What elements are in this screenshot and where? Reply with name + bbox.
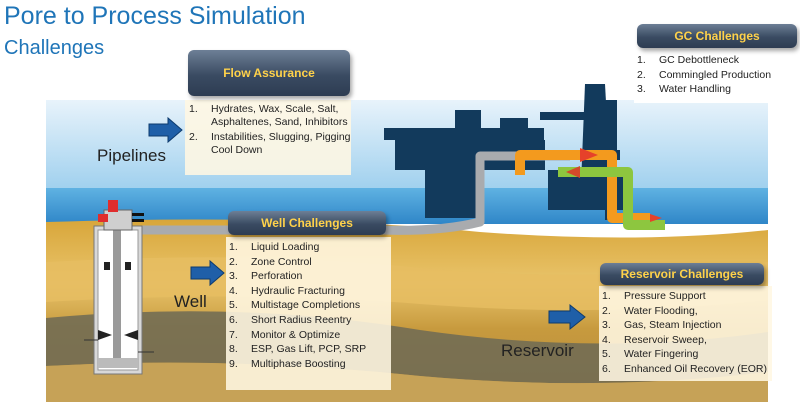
list-item: 1.Liquid Loading bbox=[229, 241, 320, 253]
list-item: 2.Water Flooding, bbox=[602, 304, 698, 317]
reservoir-label: Reservoir bbox=[501, 341, 574, 360]
list-item: 7.Monitor & Optimize bbox=[229, 328, 341, 341]
list-item: 4.Reservoir Sweep, bbox=[602, 333, 707, 346]
list-item: 1.GC Debottleneck bbox=[637, 54, 739, 66]
well-challenges-header: Well Challenges bbox=[228, 211, 386, 235]
list-item: 3.Perforation bbox=[229, 270, 303, 283]
well-label: Well bbox=[174, 292, 207, 311]
page-title: Pore to Process Simulation bbox=[4, 2, 306, 30]
list-item: 9.Multiphase Boosting bbox=[229, 357, 346, 370]
right-arrow-icon bbox=[548, 303, 586, 331]
flow-assurance-list: 1. Hydrates, Wax, Scale, Salt, Asphalten… bbox=[189, 103, 351, 157]
list-item: 1. Hydrates, Wax, Scale, Salt, Asphalten… bbox=[189, 103, 348, 128]
list-item: 2. Instabilities, Slugging, Pigging Cool… bbox=[189, 131, 351, 156]
page-subtitle: Challenges bbox=[4, 37, 105, 59]
list-item: 6.Short Radius Reentry bbox=[229, 313, 352, 326]
list-item: 3.Water Handling bbox=[637, 83, 731, 95]
reservoir-challenges-list: 1.Pressure Support 2.Water Flooding, 3.G… bbox=[602, 289, 772, 377]
list-item: 5.Water Fingering bbox=[602, 348, 699, 361]
list-item: 2.Commingled Production bbox=[637, 68, 772, 81]
flow-assurance-header: Flow Assurance bbox=[188, 50, 350, 96]
list-item: 4.Hydraulic Fracturing bbox=[229, 284, 345, 297]
list-item: 8.ESP, Gas Lift, PCP, SRP bbox=[229, 343, 367, 356]
list-item: 6.Enhanced Oil Recovery (EOR) bbox=[602, 362, 767, 375]
list-item: 1.Pressure Support bbox=[602, 290, 706, 302]
flow-assurance-panel: 1. Hydrates, Wax, Scale, Salt, Asphalten… bbox=[185, 100, 351, 175]
reservoir-challenges-panel: 1.Pressure Support 2.Water Flooding, 3.G… bbox=[599, 286, 772, 381]
reservoir-challenges-header: Reservoir Challenges bbox=[600, 263, 764, 285]
right-arrow-icon bbox=[148, 116, 183, 144]
offshore-platform-icon bbox=[384, 84, 628, 220]
list-item: 2.Zone Control bbox=[229, 255, 312, 268]
gc-challenges-header: GC Challenges bbox=[637, 24, 797, 48]
gc-challenges-list: 1.GC Debottleneck 2.Commingled Productio… bbox=[637, 53, 800, 97]
list-item: 5.Multistage Completions bbox=[229, 299, 361, 312]
right-arrow-icon bbox=[190, 259, 225, 287]
wellhead-valve-icon bbox=[98, 200, 144, 231]
well-challenges-panel: 1.Liquid Loading 2.Zone Control 3.Perfor… bbox=[226, 237, 391, 390]
gc-challenges-panel: 1.GC Debottleneck 2.Commingled Productio… bbox=[634, 50, 800, 103]
gas-line bbox=[558, 167, 665, 230]
list-item: 3.Gas, Steam Injection bbox=[602, 319, 722, 332]
pipelines-label: Pipelines bbox=[97, 146, 166, 165]
well-challenges-list: 1.Liquid Loading 2.Zone Control 3.Perfor… bbox=[229, 240, 391, 371]
